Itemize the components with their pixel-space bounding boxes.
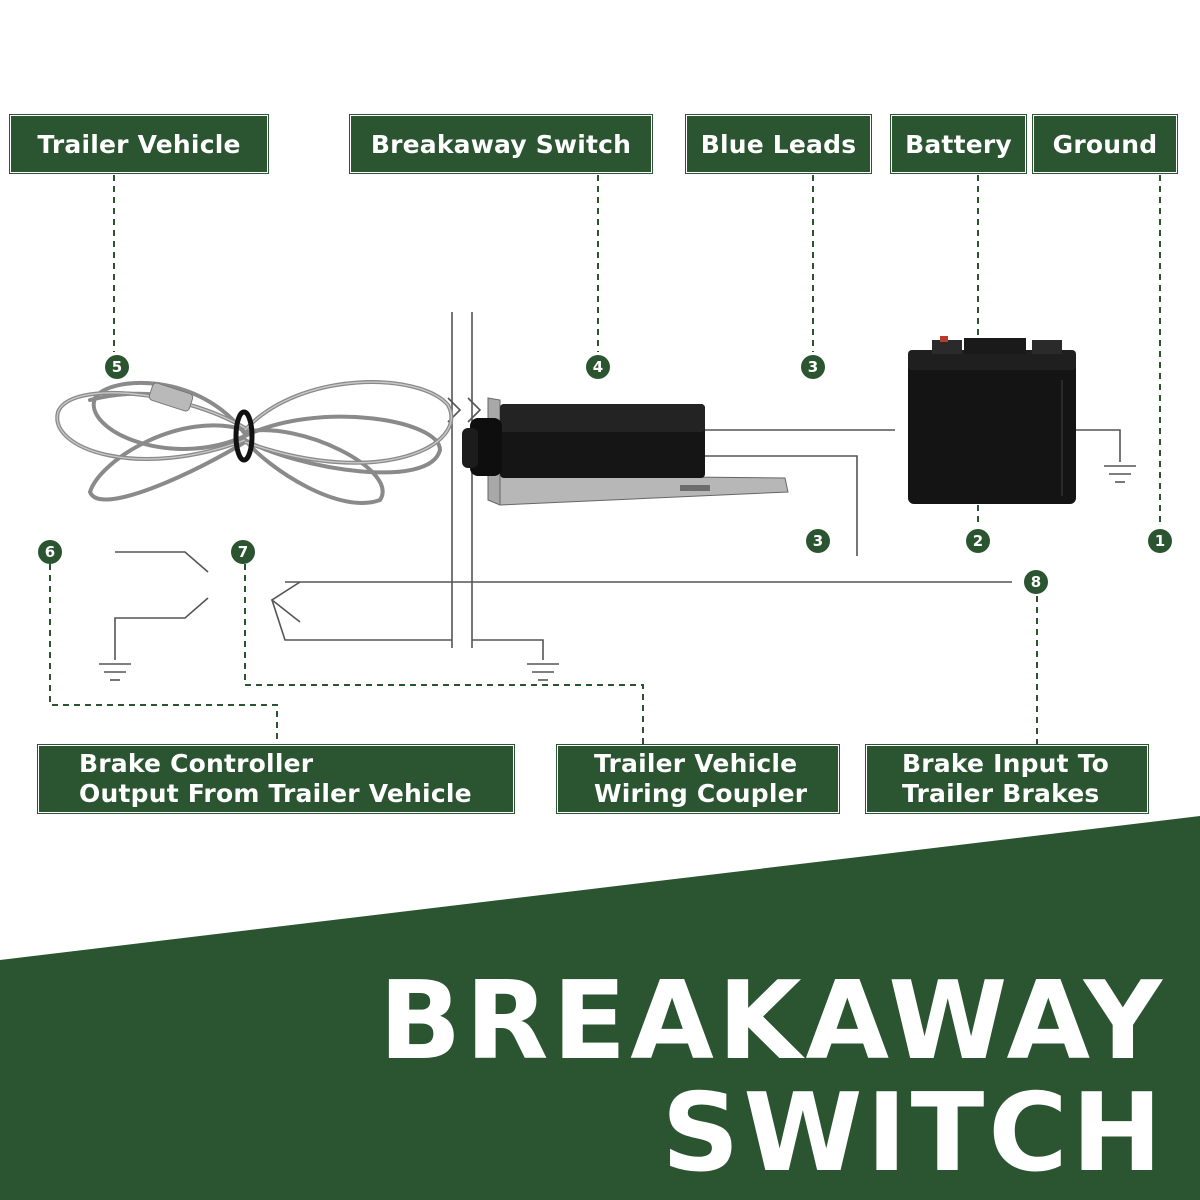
leader-lines [49,175,1161,745]
marker-6: 6 [38,540,62,564]
label-brake-input-line1: Brake Input To [902,749,1110,778]
ground-symbols [99,465,1136,681]
breakaway-switch-device [462,397,789,506]
cable-crimp-sleeve [148,382,194,412]
label-brake-input-line2: Trailer Brakes [902,779,1100,808]
label-brake-controller-line1: Brake Controller [79,749,314,778]
coiled-cable [55,380,454,505]
marker-5: 5 [105,355,129,379]
label-brake-controller-line2: Output From Trailer Vehicle [79,779,472,808]
battery-device [908,336,1076,504]
label-breakaway-switch: Breakaway Switch [349,114,653,174]
title-band-edge [0,808,1200,960]
label-trailer-vehicle: Trailer Vehicle [9,114,269,174]
zip-tie [233,409,255,463]
label-blue-leads: Blue Leads [685,114,872,174]
label-brake-controller-output: Brake Controller Output From Trailer Veh… [37,744,515,814]
label-wiring-coupler: Trailer Vehicle Wiring Coupler [556,744,840,814]
marker-1: 1 [1148,529,1172,553]
marker-2: 2 [966,529,990,553]
label-wiring-coupler-line2: Wiring Coupler [594,779,808,808]
marker-7: 7 [231,540,255,564]
marker-3-bottom: 3 [806,529,830,553]
label-wiring-coupler-line1: Trailer Vehicle [594,749,798,778]
title-line-1: BREAKAWAY [379,959,1166,1084]
label-brake-input: Brake Input To Trailer Brakes [865,744,1149,814]
marker-8: 8 [1024,570,1048,594]
marker-4: 4 [586,355,610,379]
marker-3-top: 3 [801,355,825,379]
label-ground: Ground [1032,114,1178,174]
label-battery: Battery [890,114,1027,174]
title-band [0,812,1200,1200]
title-line-2: SWITCH [661,1071,1166,1196]
